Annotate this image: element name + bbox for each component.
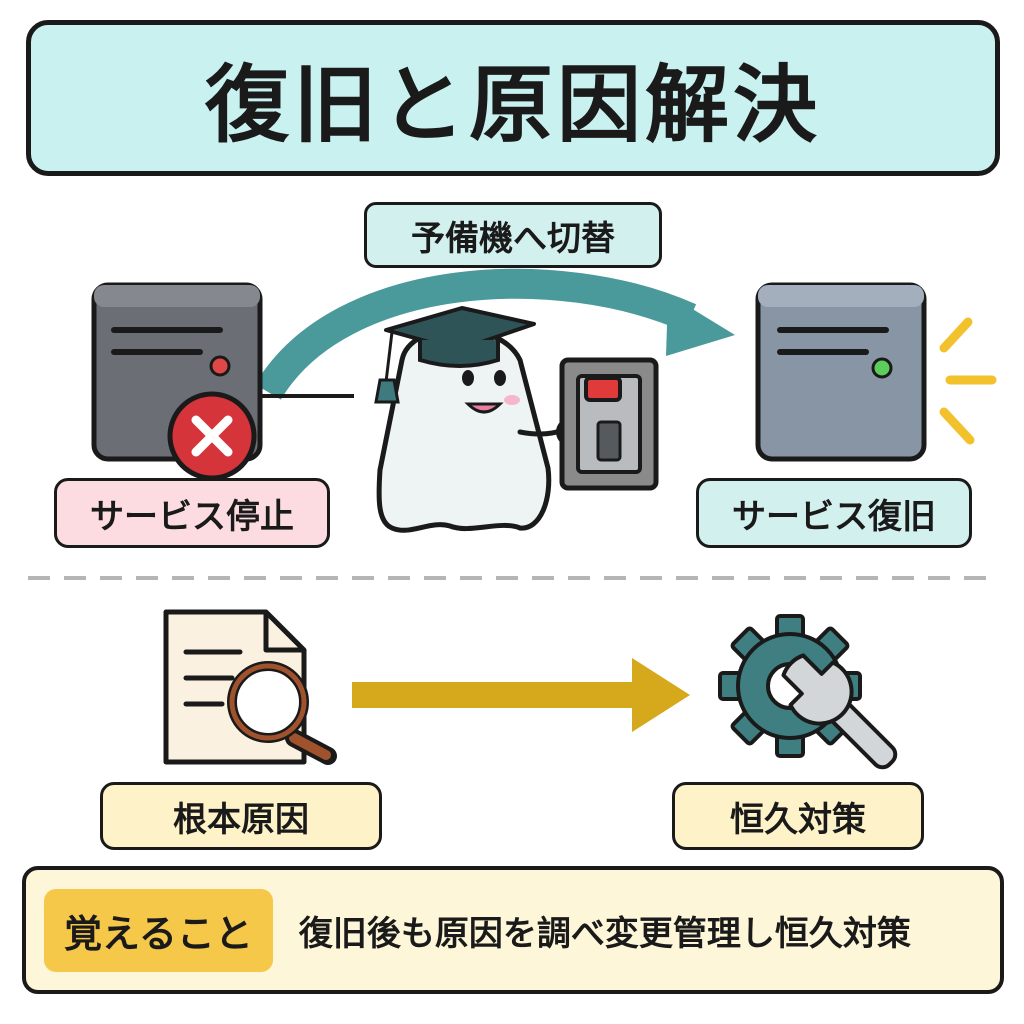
backup-server-icon (755, 282, 927, 462)
switch-lever-icon (559, 357, 659, 491)
root-cause-label: 根本原因 (100, 782, 382, 850)
memo-text: 復旧後も原因を調べ変更管理し恒久対策 (298, 913, 911, 954)
switch-arrow (255, 268, 735, 400)
x-circle-icon (167, 391, 257, 481)
page-title: 復旧と原因解決 (26, 20, 1000, 176)
permanent-fix-label: 恒久対策 (672, 782, 924, 850)
memo-box: 覚えること 復旧後も原因を調べ変更管理し恒久対策 (22, 866, 1004, 994)
sparkle-lines-icon (939, 317, 997, 445)
gear-wrench-icon (718, 614, 898, 770)
switch-label: 予備機へ切替 (364, 202, 662, 268)
service-stop-label: サービス停止 (54, 478, 330, 548)
memo-tag: 覚えること (44, 888, 273, 972)
service-restore-label: サービス復旧 (696, 478, 972, 548)
document-magnifier-icon (163, 609, 337, 765)
progress-arrow (352, 658, 690, 732)
